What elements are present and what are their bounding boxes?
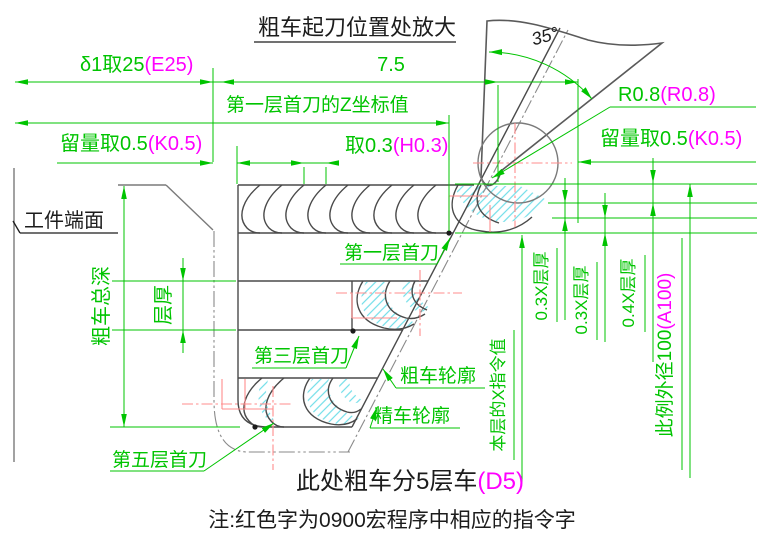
layer1-first-cut-label: 第一层首刀	[344, 242, 439, 264]
layer-x-command-label: 本层的X指令值	[489, 338, 508, 451]
cut-b-label: 0.3X层厚	[572, 266, 591, 335]
outer-dia-label: 此例外径100(A100)	[654, 273, 676, 438]
tool-angle-arc	[488, 49, 593, 100]
dim-tool-angle: 35°	[529, 23, 560, 49]
five-layers-note: 此处粗车分5层车(D5)	[296, 468, 524, 495]
footnote: 注:红色字为0900宏程序中相应的指令字	[208, 509, 576, 532]
layer5-start-point	[252, 424, 258, 430]
tool-insert-outline	[480, 19, 665, 187]
nose-radius-leader	[491, 106, 611, 179]
dim-delta1: δ1取25(E25)	[80, 54, 193, 76]
endface-leader	[12, 220, 21, 234]
dim-step: 取0.3(H0.3)	[345, 135, 448, 157]
layer3-start-point	[350, 328, 356, 334]
hatch-start-layer5-a	[307, 379, 359, 425]
dim-7-5: 7.5	[377, 54, 405, 76]
hatch-start-layer5-c	[258, 380, 274, 420]
workpiece-endface-label: 工件端面	[24, 209, 104, 232]
dim-allowance-right: 留量取0.5(K0.5)	[600, 127, 742, 150]
rough-contour-leader	[382, 368, 397, 389]
page-title: 粗车起刀位置处放大	[258, 15, 456, 40]
finish-contour-leader	[369, 406, 378, 429]
cut-start-points	[252, 230, 452, 430]
cut-c-label: 0.4X层厚	[619, 259, 638, 328]
labels: 粗车起刀位置处放大 注:红色字为0900宏程序中相应的指令字 工件端面 δ1取2…	[24, 15, 742, 532]
layer3-first-cut-label: 第三层首刀	[254, 345, 349, 367]
rough-contour-label: 粗车轮廓	[400, 365, 476, 387]
tool-insert	[477, 19, 665, 204]
layer5-leader	[203, 422, 275, 472]
part-chamfer	[165, 184, 214, 231]
layer5-first-cut-label: 第五层首刀	[112, 449, 207, 471]
rough-left-wall	[237, 185, 352, 428]
rough-total-depth-label: 粗车总深	[90, 266, 113, 346]
layer-thickness-label: 层厚	[153, 285, 175, 325]
dim-allowance-left: 留量取0.5(K0.5)	[60, 132, 202, 155]
hatch-start-layer3-a	[361, 282, 417, 329]
cut-a-label: 0.3X层厚	[532, 252, 551, 321]
finish-contour-line	[347, 29, 569, 453]
finish-contour-label: 精车轮廓	[374, 405, 450, 427]
layer3-leader	[345, 335, 360, 369]
hatch-start-layer3-b	[402, 282, 430, 312]
z-coord-note: 第一层首刀的Z坐标值	[226, 94, 409, 116]
red-toolpath-marks	[182, 123, 572, 470]
black-annotations	[12, 41, 456, 234]
layer1-leader	[436, 237, 451, 265]
dim-nose-radius: R0.8(R0.8)	[618, 84, 716, 106]
hatch-start-layer5-b	[339, 379, 362, 404]
finish-profile-phantom	[213, 231, 350, 453]
green-dimensions	[15, 49, 757, 482]
toolpath-scallops	[241, 184, 533, 428]
layer1-start-point	[446, 230, 452, 236]
dimension-arrowheads	[15, 79, 693, 427]
